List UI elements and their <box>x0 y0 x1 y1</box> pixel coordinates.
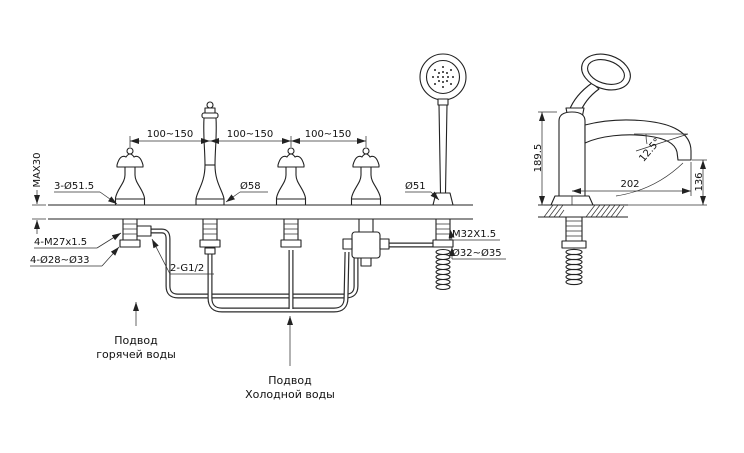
dim-outlet-height: 136 <box>694 172 705 191</box>
callout-shower-base: Ø51 <box>405 180 426 192</box>
callout-spout-base: Ø58 <box>240 180 261 192</box>
callout-deck-holes: 3-Ø51.5 <box>54 180 94 192</box>
cold-handle <box>275 147 307 206</box>
diverter-handle <box>350 147 382 206</box>
dimensions-left: 100~150 100~150 100~150 MAX30 3-Ø51.5 4-… <box>30 129 506 275</box>
hand-shower-front <box>419 53 467 206</box>
spout-tail <box>204 247 216 255</box>
deck <box>48 204 473 220</box>
deck-hatch <box>543 204 625 218</box>
dim-angle: 12.5° <box>637 136 663 164</box>
hot-handle <box>114 147 146 206</box>
dim-spacing-3: 100~150 <box>305 129 352 140</box>
right-view: 189.5 202 136 12.5° <box>533 53 707 286</box>
hot-supply-label-2: горячей воды <box>96 348 176 361</box>
hot-supply-label-1: Подвод <box>114 334 158 347</box>
bath-spout-front <box>195 101 225 206</box>
shower-handle <box>438 104 448 194</box>
supply-hoses <box>151 228 433 313</box>
hot-inlet-port <box>136 225 152 237</box>
callout-shower-shank-thread: M32X1.5 <box>452 229 496 240</box>
callout-inlet-thread: 2-G1/2 <box>170 263 204 274</box>
below-deck-fittings <box>114 147 454 291</box>
cold-supply-label-2: Холодной воды <box>245 388 335 401</box>
deck-section <box>538 204 628 218</box>
hand-shower-side <box>565 53 631 119</box>
left-view: 100~150 100~150 100~150 MAX30 3-Ø51.5 4-… <box>30 53 506 401</box>
shower-flex-hose <box>435 248 451 291</box>
supply-annotations: Подвод горячей воды Подвод Холодной воды <box>96 302 335 401</box>
shower-shank <box>432 218 454 248</box>
cold-handle-shank <box>280 218 302 248</box>
shower-escutcheon <box>432 192 454 206</box>
hot-handle-shank <box>119 218 141 248</box>
spout-shank <box>199 218 221 248</box>
dim-spacing-1: 100~150 <box>147 129 194 140</box>
cold-supply-label-1: Подвод <box>268 374 312 387</box>
callout-shower-hole: Ø32~Ø35 <box>452 247 502 259</box>
callout-valve-hole: 4-Ø28~Ø33 <box>30 254 90 266</box>
water-stream-arc <box>615 162 684 197</box>
shower-head-side <box>581 53 631 91</box>
spout-shank-side <box>561 216 587 286</box>
callout-valve-thread: 4-M27x1.5 <box>34 237 87 248</box>
spout-arm <box>584 119 692 161</box>
dim-height: 189.5 <box>533 144 544 173</box>
shower-spray-holes <box>432 66 454 88</box>
diverter-valve <box>342 218 390 267</box>
dim-deck-thickness: MAX30 <box>32 152 43 187</box>
dim-spacing-2: 100~150 <box>227 129 274 140</box>
dim-reach: 202 <box>620 179 639 190</box>
spout-body <box>558 111 586 206</box>
spout-side <box>550 111 692 206</box>
